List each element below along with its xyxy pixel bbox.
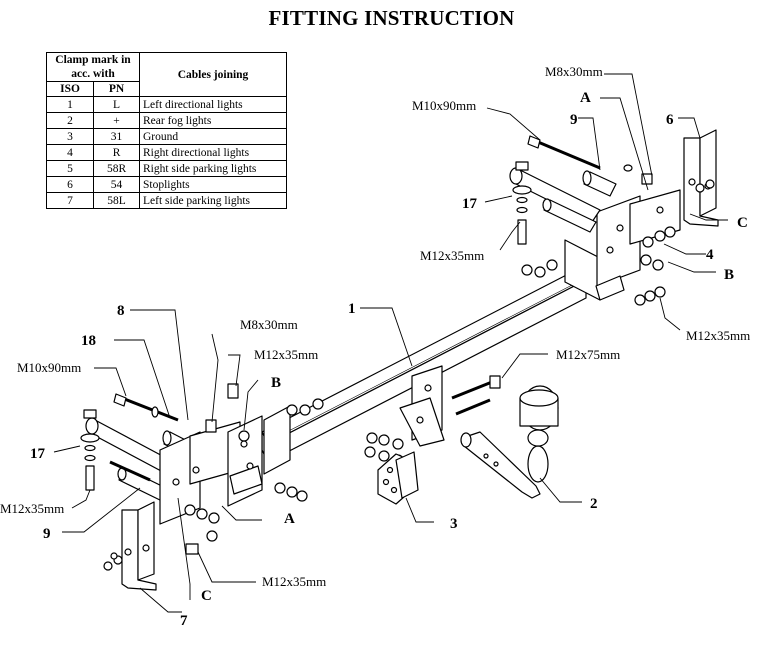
- table-row: 5 58R Right side parking lights: [45, 160, 287, 177]
- label-a-bottom: A: [284, 511, 295, 527]
- label-9-bottom: 9: [43, 526, 51, 542]
- label-2: 2: [590, 496, 598, 512]
- label-m10x90-top: M10x90mm: [412, 98, 476, 113]
- label-8: 8: [117, 303, 125, 319]
- clamp-mark-header: Clamp mark in acc. with: [46, 52, 140, 82]
- label-m12x35-top-left: M12x35mm: [420, 248, 484, 263]
- label-m12x35-mid: M12x35mm: [254, 347, 318, 362]
- label-m12x35-left: M12x35mm: [0, 501, 64, 516]
- label-18: 18: [81, 333, 96, 349]
- label-17-left: 17: [30, 446, 46, 462]
- iso-cell: 4: [45, 144, 95, 161]
- label-m8x30-top: M8x30mm: [545, 64, 603, 79]
- label-a-top: A: [580, 90, 591, 106]
- table-row: 6 54 Stoplights: [45, 176, 287, 193]
- leader-lines: [53, 73, 728, 613]
- part-6-bracket: [683, 129, 719, 227]
- iso-cell: 7: [45, 192, 95, 209]
- pn-header: PN: [93, 81, 140, 97]
- label-9-top: 9: [570, 112, 578, 128]
- label-m10x90-left: M10x90mm: [17, 360, 81, 375]
- cable-cell: Right side parking lights: [139, 160, 287, 177]
- label-17-top: 17: [462, 196, 478, 212]
- socket-plate: [377, 451, 419, 505]
- cable-cell: Right directional lights: [139, 144, 287, 161]
- part-7-bracket: [121, 501, 157, 591]
- page-title: FITTING INSTRUCTION: [268, 6, 515, 30]
- right-fastener-nuts: [521, 164, 715, 306]
- cable-joining-table: Clamp mark in acc. with Cables joining I…: [45, 52, 287, 209]
- label-3: 3: [450, 516, 458, 532]
- cable-cell: Left side parking lights: [139, 192, 287, 209]
- callout-labels: M8x30mm M10x90mm A 9 6 17 C 4 M12x35mm B…: [0, 64, 750, 629]
- table-row: 7 58L Left side parking lights: [45, 192, 287, 209]
- right-vertical-bolt-stack: [512, 161, 532, 245]
- ball-mount-bracket: [364, 365, 501, 466]
- cable-cell: Stoplights: [139, 176, 287, 193]
- right-mounting-bracket: [564, 189, 681, 301]
- label-m12x35-right: M12x35mm: [686, 328, 750, 343]
- tow-ball-neck: [460, 385, 559, 499]
- label-1: 1: [348, 301, 356, 317]
- pn-cell: 58R: [93, 160, 140, 177]
- label-b-right: B: [724, 267, 734, 283]
- right-long-bolt: [527, 135, 601, 170]
- left-mounting-bracket: [159, 405, 291, 525]
- label-4: 4: [706, 247, 714, 263]
- label-b-mid: B: [271, 375, 281, 391]
- left-fastener-nuts: [103, 383, 324, 571]
- label-m12x75: M12x75mm: [556, 347, 620, 362]
- label-m8x30-mid: M8x30mm: [240, 317, 298, 332]
- right-spacer-tube: [509, 167, 617, 233]
- label-c-right: C: [737, 215, 748, 231]
- label-m12x35-bottom: M12x35mm: [262, 574, 326, 589]
- label-7: 7: [180, 613, 188, 629]
- label-c-bottom: C: [201, 588, 212, 604]
- label-6: 6: [666, 112, 674, 128]
- table-row: 4 R Right directional lights: [45, 144, 287, 161]
- cables-joining-header: Cables joining: [139, 52, 287, 97]
- left-long-bolt: [109, 393, 179, 482]
